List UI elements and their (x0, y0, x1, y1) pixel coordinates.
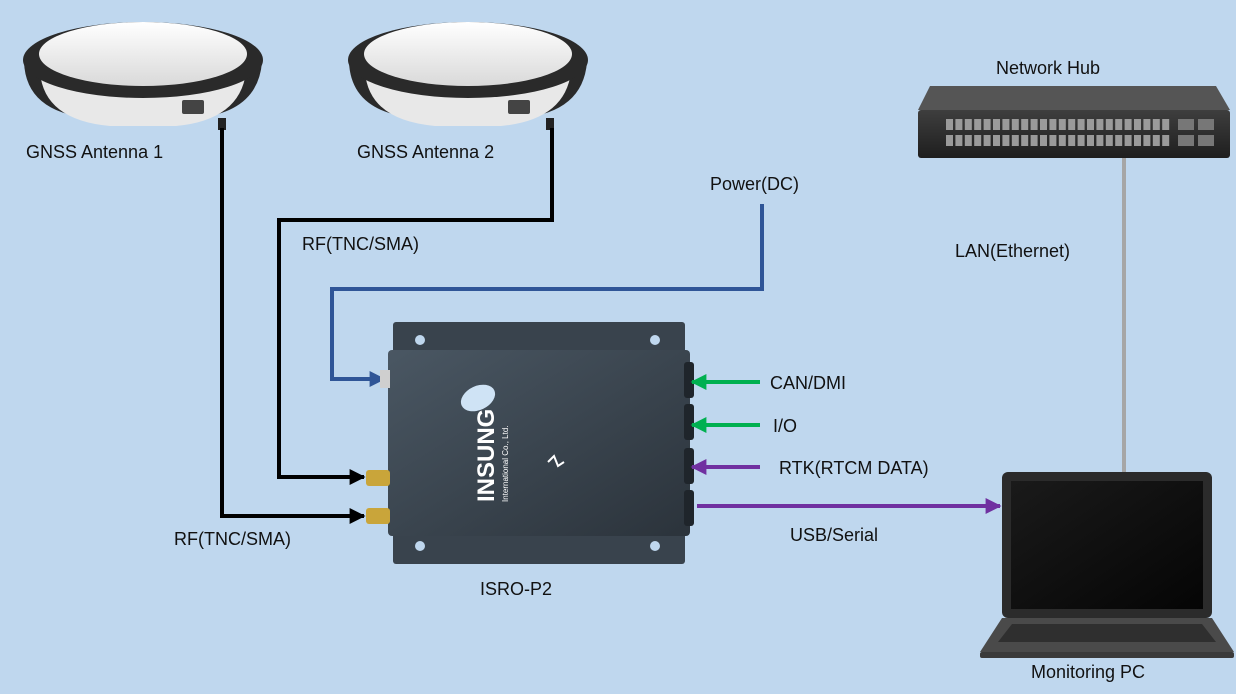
hub-port (993, 135, 1000, 146)
hub-port (1115, 135, 1123, 146)
hub-port (1124, 135, 1132, 146)
hub-sfp-port (1178, 135, 1194, 146)
network-hub (918, 86, 1230, 158)
device-brand: INSUNG (473, 409, 500, 502)
hub-port (1049, 135, 1057, 146)
hub-port (1134, 135, 1141, 146)
hub-port (983, 135, 991, 146)
hub-port (1087, 119, 1094, 130)
monitoring-pc-label: Monitoring PC (1031, 662, 1146, 682)
gnss-antenna-2 (348, 22, 588, 130)
hub-port (955, 135, 963, 146)
hub-port (1058, 135, 1066, 146)
power-dc-label: Power(DC) (710, 174, 800, 194)
io-label: I/O (773, 416, 798, 436)
hub-port (1152, 119, 1160, 130)
hub-port (1068, 119, 1076, 130)
hub-sfp-port (1198, 135, 1214, 146)
hub-port (1105, 119, 1113, 130)
hub-port (1021, 119, 1029, 130)
hub-port (1068, 135, 1076, 146)
monitoring-pc-laptop (980, 472, 1234, 658)
hub-port (946, 119, 953, 130)
hub-port (974, 119, 982, 130)
gnss-antenna-1 (23, 22, 263, 130)
hub-port (1049, 119, 1057, 130)
hub-port (964, 135, 972, 146)
hub-port (1021, 135, 1029, 146)
hub-port (1105, 135, 1113, 146)
hub-port (1096, 119, 1104, 130)
device-label: ISRO-P2 (480, 579, 553, 599)
rf-top-label: RF(TNC/SMA) (302, 234, 419, 254)
hub-port (1002, 119, 1010, 130)
can-dmi-label: CAN/DMI (770, 373, 846, 393)
hub-port (1134, 119, 1141, 130)
hub-port (1077, 119, 1085, 130)
hub-port (1058, 119, 1066, 130)
isro-p2-device (366, 322, 694, 564)
network-hub-label: Network Hub (996, 58, 1101, 78)
hub-port (1087, 135, 1094, 146)
hub-port (1011, 135, 1019, 146)
hub-port (1002, 135, 1010, 146)
hub-port (1162, 119, 1170, 130)
gnss-antenna-2-label: GNSS Antenna 2 (357, 142, 495, 162)
hub-port (964, 119, 972, 130)
hub-port (1030, 119, 1038, 130)
hub-port (993, 119, 1000, 130)
hub-port (1030, 135, 1038, 146)
hub-sfp-port (1178, 119, 1194, 130)
hub-port (983, 119, 991, 130)
hub-port (1096, 135, 1104, 146)
rf-bottom-label: RF(TNC/SMA) (174, 529, 291, 549)
hub-port (1077, 135, 1085, 146)
hub-port (946, 135, 953, 146)
gnss-antenna-1-label: GNSS Antenna 1 (26, 142, 164, 162)
hub-port (1143, 119, 1151, 130)
hub-port (1124, 119, 1132, 130)
hub-port (974, 135, 982, 146)
hub-port (1040, 135, 1047, 146)
power-cable (330, 204, 764, 387)
rtk-rtcm-label: RTK(RTCM DATA) (779, 458, 929, 478)
hub-port (1115, 119, 1123, 130)
hub-port (1152, 135, 1160, 146)
usb-serial-label: USB/Serial (790, 525, 879, 545)
hub-port (1143, 135, 1151, 146)
device-brand-subtitle: International Co., Ltd. (501, 426, 510, 503)
hub-port (1011, 119, 1019, 130)
hub-port (955, 119, 963, 130)
rf-cable-antenna-1 (220, 128, 366, 524)
lan-ethernet-label: LAN(Ethernet) (955, 241, 1071, 261)
hub-sfp-port (1198, 119, 1214, 130)
hub-port (1040, 119, 1047, 130)
rf-cable-antenna-2 (277, 128, 554, 485)
hub-port (1162, 135, 1170, 146)
